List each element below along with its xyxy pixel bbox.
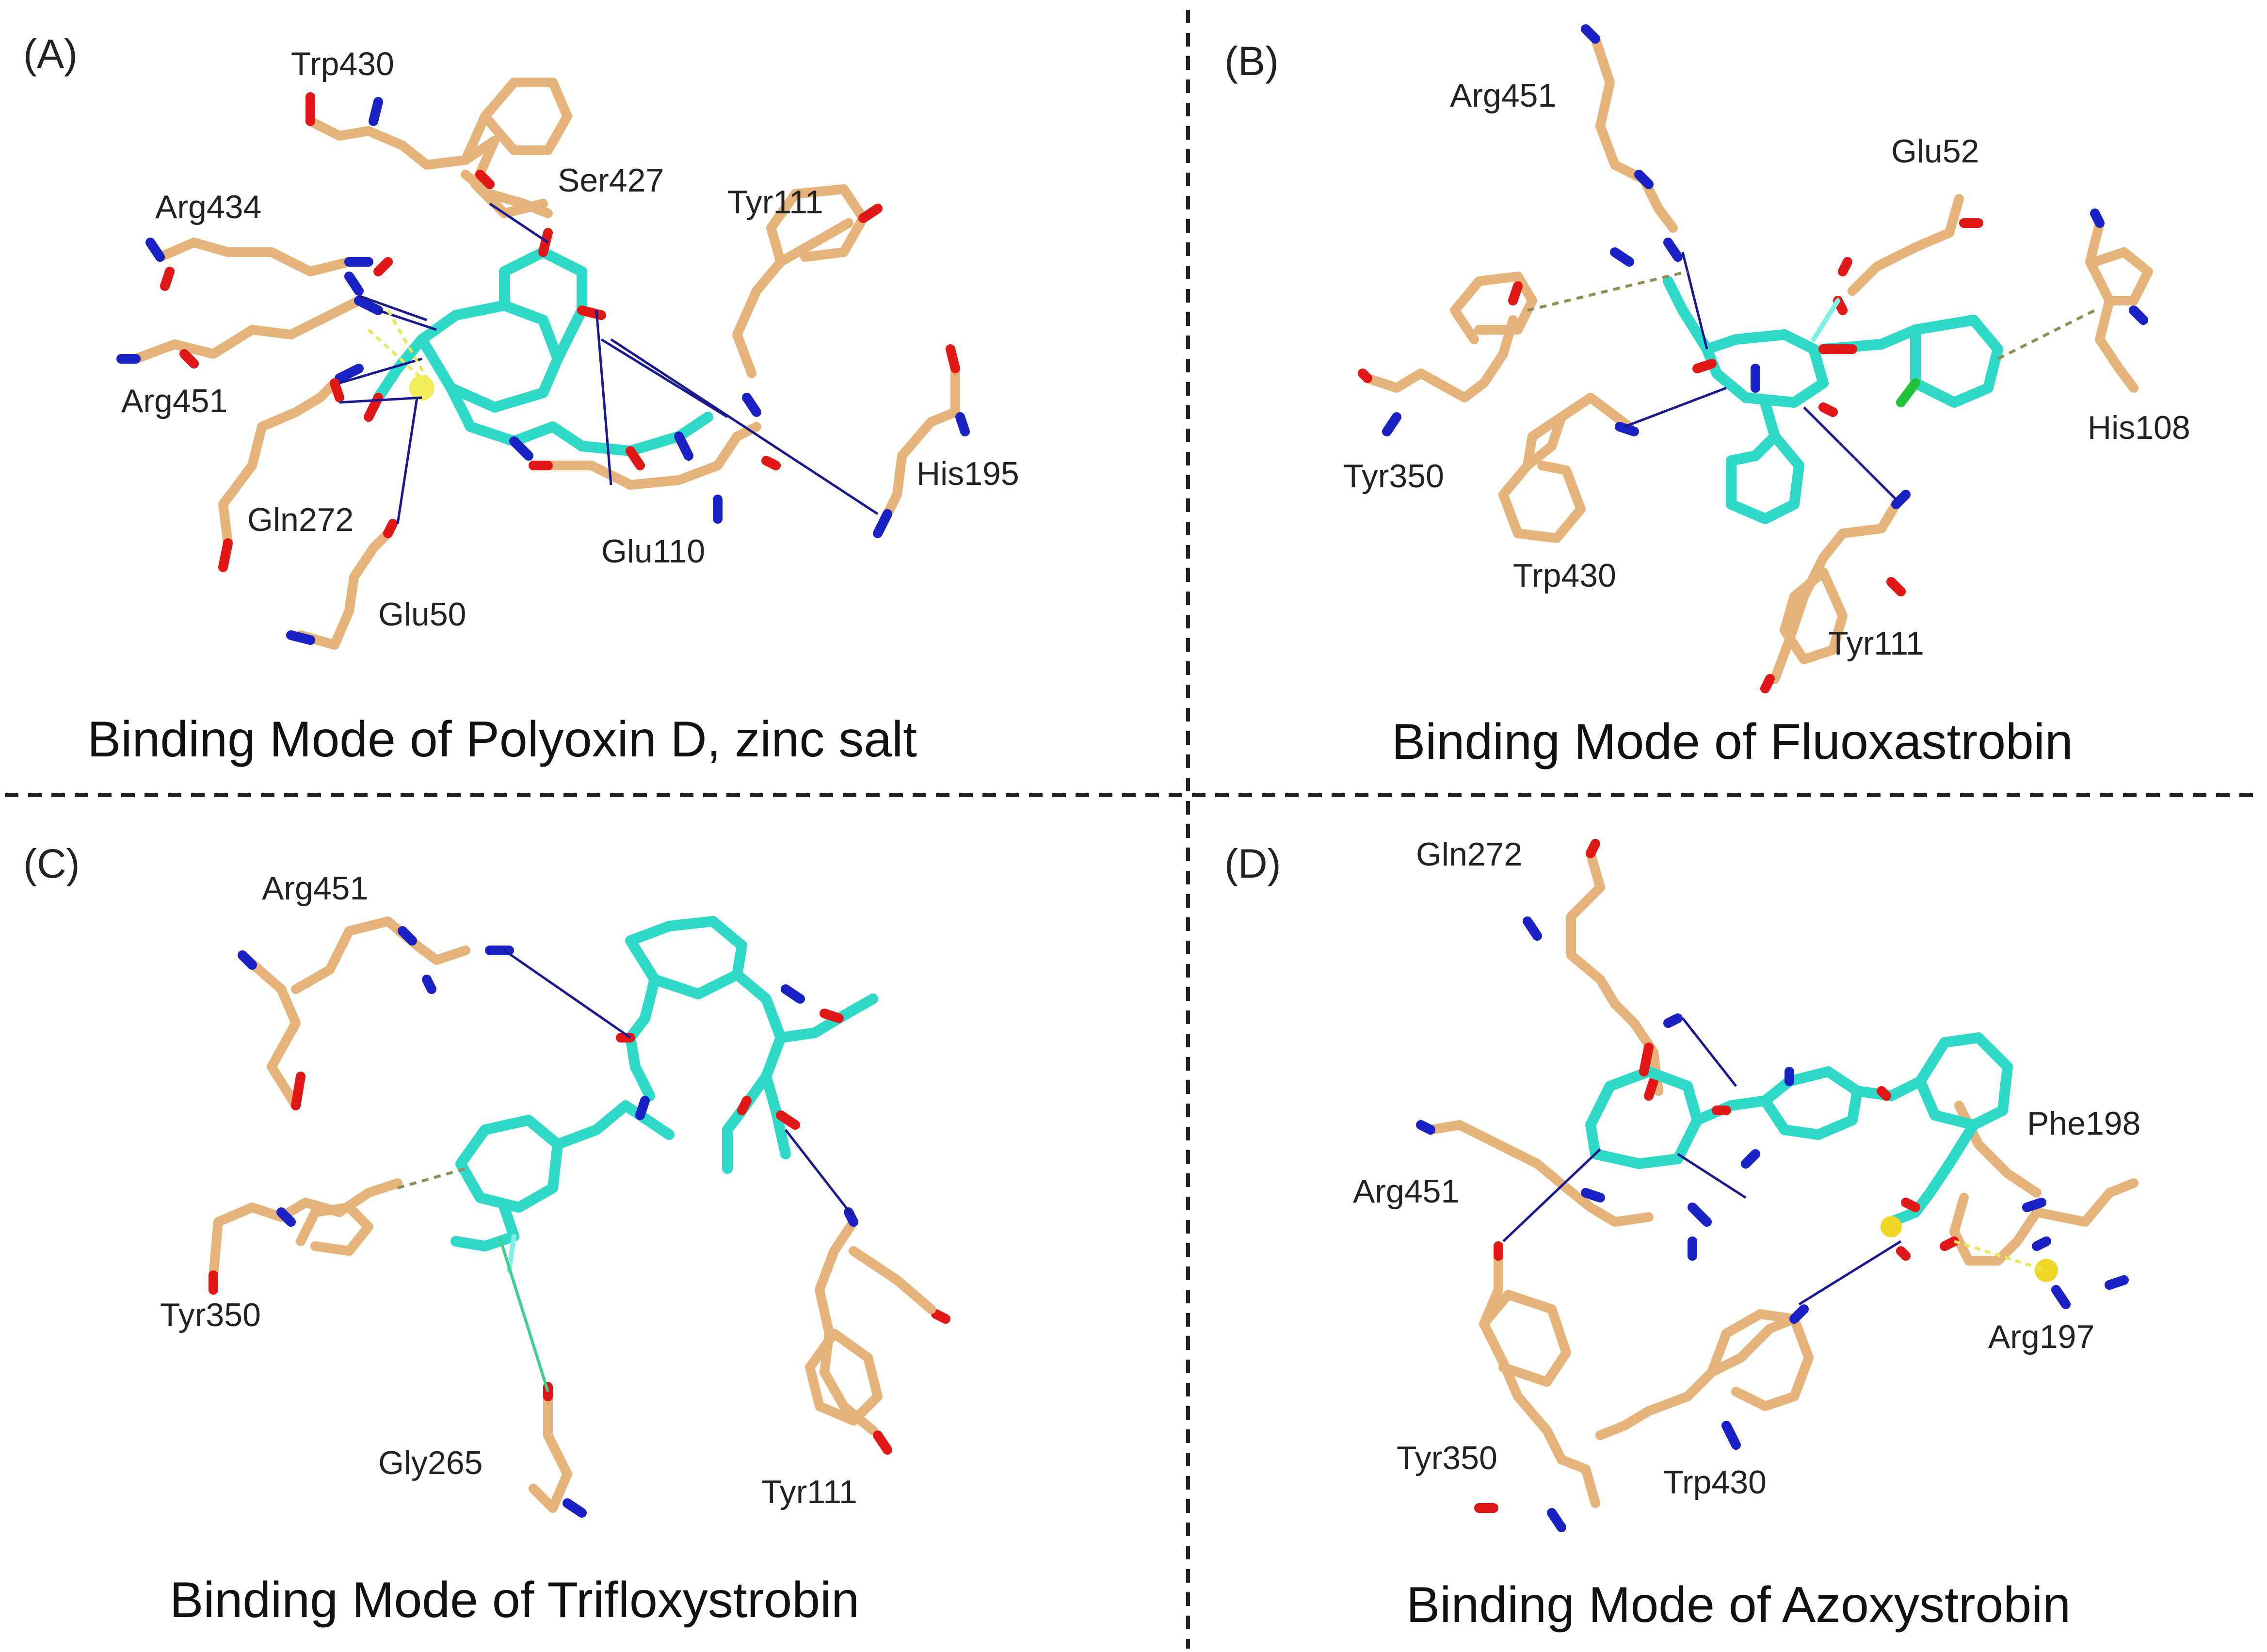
- panel-c-interactions: [397, 949, 854, 1392]
- panel-b-label-trp430: Trp430: [1513, 557, 1616, 594]
- panel-a-caption: Binding Mode of Polyoxin D, zinc salt: [87, 711, 917, 768]
- panel-c-protein-sticks: [209, 916, 950, 1518]
- panel-b-interactions: [1527, 252, 2096, 500]
- panel-b-letter: (B): [1224, 38, 1279, 84]
- panel-b-label-arg451: Arg451: [1450, 77, 1556, 114]
- panel-d-label-trp430: Trp430: [1663, 1464, 1767, 1501]
- panel-a-label-glu110: Glu110: [601, 533, 705, 570]
- panel-d-ligand-sticks: [1585, 1032, 2058, 1282]
- panel-a-label-trp430: Trp430: [291, 46, 394, 82]
- panel-b-label-tyr350: Tyr350: [1343, 458, 1444, 495]
- panel-d-label-phe198: Phe198: [2027, 1105, 2140, 1142]
- panel-a-letter: (A): [23, 31, 78, 77]
- panel-c-label-tyr111: Tyr111: [761, 1474, 857, 1510]
- panel-b-caption: Binding Mode of Fluoxastrobin: [1392, 714, 2073, 770]
- panel-a: (A): [23, 31, 1019, 768]
- panel-b-protein-sticks: [1358, 24, 2153, 693]
- panel-a-ligand-sticks: [364, 228, 713, 470]
- panel-d-label-tyr350: Tyr350: [1397, 1440, 1497, 1476]
- panel-d-label-arg197: Arg197: [1988, 1318, 2094, 1355]
- panel-d-label-arg451: Arg451: [1353, 1173, 1459, 1210]
- panel-b-label-glu52: Glu52: [1891, 133, 1979, 170]
- panel-b: (B): [1224, 24, 2190, 770]
- panel-a-protein-sticks: [116, 78, 970, 650]
- panel-d-interactions: [1502, 1017, 2047, 1306]
- panel-a-label-arg451: Arg451: [121, 383, 227, 419]
- panel-c: (C): [23, 841, 950, 1628]
- panel-a-label-arg434: Arg434: [155, 189, 261, 225]
- panel-a-label-tyr111: Tyr111: [727, 184, 823, 221]
- panel-d-letter: (D): [1224, 841, 1281, 886]
- panel-c-label-gly265: Gly265: [378, 1444, 482, 1481]
- panel-a-label-gln272: Gln272: [247, 501, 354, 538]
- panel-c-ligand-sticks: [450, 916, 878, 1273]
- panel-b-ligand-sticks: [1663, 276, 2003, 524]
- panel-b-label-tyr111: Tyr111: [1828, 625, 1924, 662]
- panel-c-caption: Binding Mode of Trifloxystrobin: [170, 1572, 859, 1628]
- panel-a-label-ser427: Ser427: [558, 162, 664, 199]
- panel-d-caption: Binding Mode of Azoxystrobin: [1406, 1577, 2071, 1633]
- panel-c-letter: (C): [23, 841, 80, 886]
- panel-a-interactions: [339, 202, 879, 524]
- panel-d-protein-sticks: [1416, 839, 2138, 1532]
- panel-d-label-gln272: Gln272: [1416, 836, 1522, 873]
- panel-c-label-tyr350: Tyr350: [160, 1297, 261, 1333]
- panel-a-label-his195: His195: [916, 455, 1019, 492]
- panel-c-label-arg451: Arg451: [262, 870, 368, 907]
- panel-b-label-his108: His108: [2088, 409, 2190, 446]
- panel-d: (D): [1224, 836, 2140, 1633]
- panel-a-label-glu50: Glu50: [378, 596, 466, 633]
